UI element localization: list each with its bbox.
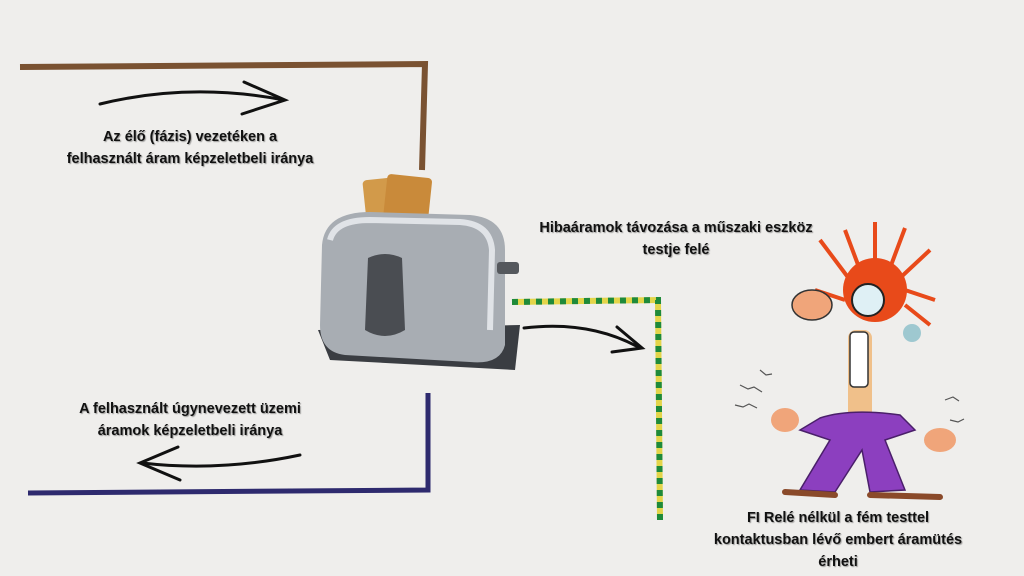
- label-line: Hibaáramok távozása a műszaki eszköz: [539, 220, 813, 236]
- label-line: FI Relé nélkül a fém testtel: [746, 510, 930, 526]
- live-wire-label: Az élő (fázis) vezetéken a felhasznált á…: [40, 126, 340, 170]
- label-line: Az élő (fázis) vezetéken a: [102, 129, 278, 145]
- shock-warning-label: FI Relé nélkül a fém testtel kontaktusba…: [688, 507, 988, 573]
- label-line: A felhasznált úgynevezett üzemi: [79, 401, 301, 417]
- label-line: érheti: [818, 554, 858, 570]
- arrow-right-icon: [98, 80, 290, 116]
- shocked-person-image: [734, 222, 965, 500]
- label-line: felhasznált áram képzeletbeli iránya: [66, 151, 314, 167]
- earth-wire: [511, 296, 663, 521]
- arrow-left-icon: [136, 445, 302, 482]
- label-line: áramok képzeletbeli iránya: [97, 423, 283, 439]
- live-wire: [19, 60, 429, 171]
- neutral-wire-label: A felhasznált úgynevezett üzemi áramok k…: [40, 398, 340, 442]
- label-line: testje felé: [642, 242, 710, 258]
- neutral-wire: [27, 393, 431, 496]
- fault-current-label: Hibaáramok távozása a műszaki eszköz tes…: [516, 217, 836, 261]
- toaster-image: [318, 174, 520, 370]
- label-line: kontaktusban lévő embert áramütés: [713, 532, 963, 548]
- arrow-fault-icon: [522, 324, 646, 354]
